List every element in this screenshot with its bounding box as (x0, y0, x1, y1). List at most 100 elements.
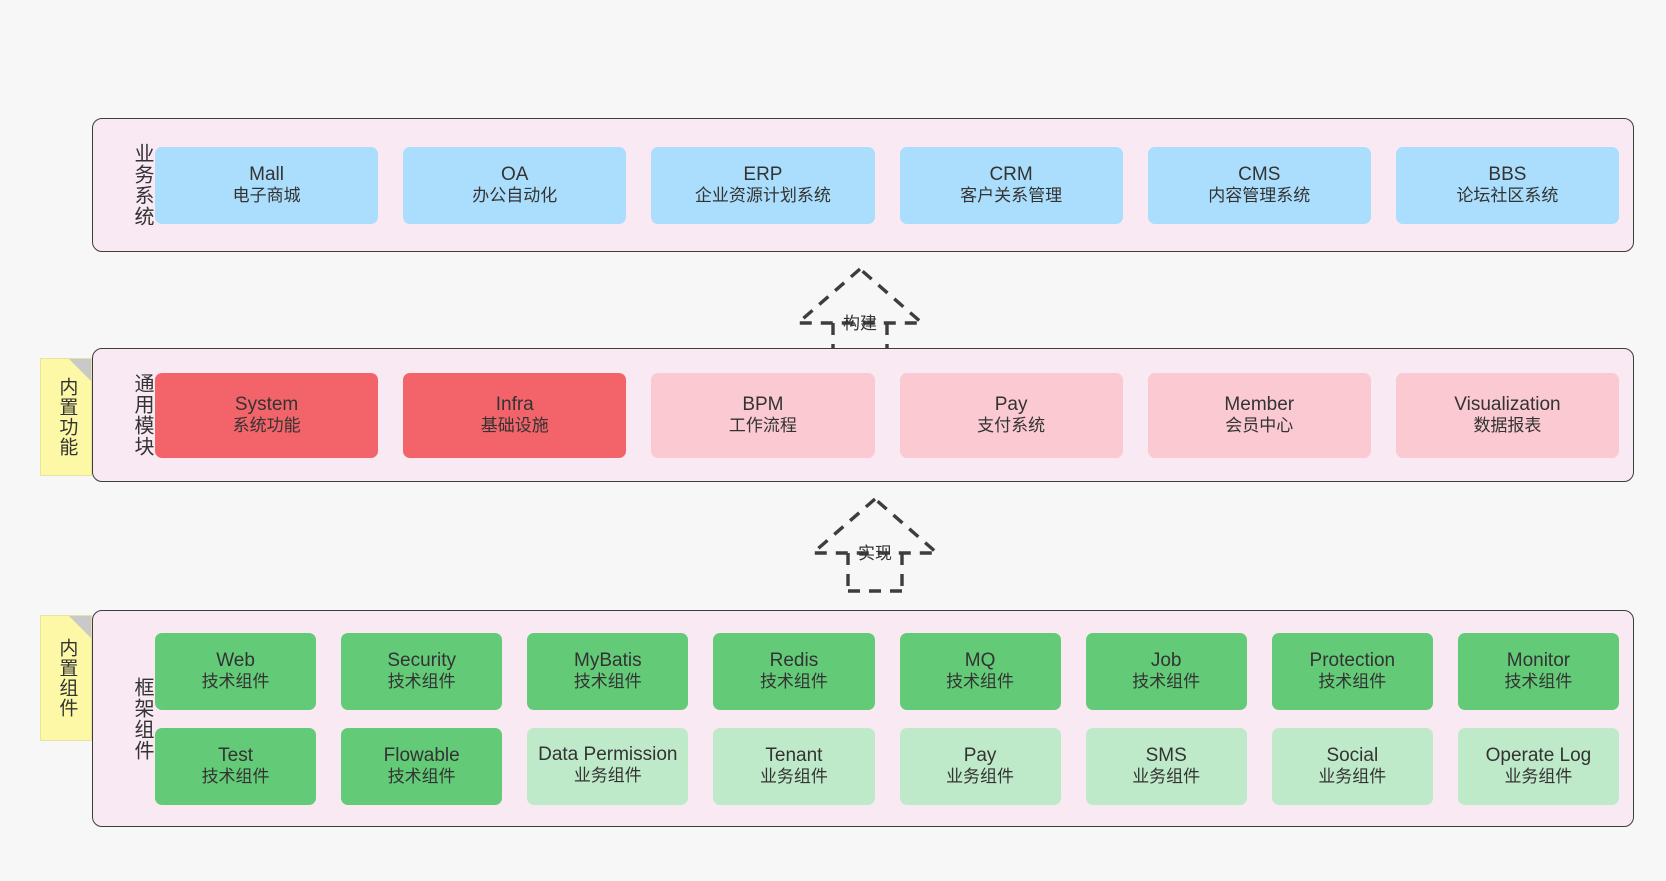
node-mq[interactable]: MQ 技术组件 (899, 632, 1061, 710)
node-test-sub: 技术组件 (201, 767, 270, 787)
node-tenant-sub: 业务组件 (759, 767, 828, 787)
layer-common-module-body: System 系统功能 Infra 基础设施 BPM 工作流程 Pay 支付系统… (153, 349, 1633, 481)
node-job-name: Job (1150, 650, 1182, 672)
layer-framework-component-title: 框架组件 (131, 676, 153, 761)
node-web-sub: 技术组件 (201, 672, 270, 692)
node-bpm-name: BPM (742, 394, 784, 416)
node-pay-module-name: Pay (994, 394, 1028, 416)
layer-framework-component: 框架组件 Web 技术组件 Security 技术组件 MyBatis 技术组件… (92, 610, 1634, 827)
layer-business-system-title: 业务系统 (131, 143, 153, 227)
node-oa-sub: 办公自动化 (472, 186, 558, 206)
layer-common-module-title: 通用模块 (131, 373, 153, 457)
node-bbs-sub: 论坛社区系统 (1456, 186, 1559, 206)
node-operate-log-sub: 业务组件 (1504, 767, 1573, 787)
node-cms[interactable]: CMS 内容管理系统 (1147, 146, 1371, 224)
node-visualization-name: Visualization (1454, 394, 1561, 416)
node-pay-module[interactable]: Pay 支付系统 (899, 372, 1123, 458)
node-oa[interactable]: OA 办公自动化 (403, 146, 627, 224)
sticky-note-builtin-function-label: 内置功能 (56, 377, 78, 457)
sticky-note-builtin-component: 内置组件 (40, 615, 92, 741)
node-mybatis-name: MyBatis (574, 650, 642, 672)
node-sms[interactable]: SMS 业务组件 (1085, 727, 1247, 805)
sticky-fold-icon (69, 616, 91, 638)
node-erp[interactable]: ERP 企业资源计划系统 (651, 146, 875, 224)
node-pay-component[interactable]: Pay 业务组件 (899, 727, 1061, 805)
node-bpm-sub: 工作流程 (728, 416, 797, 436)
node-flowable[interactable]: Flowable 技术组件 (341, 727, 503, 805)
node-member[interactable]: Member 会员中心 (1147, 372, 1371, 458)
node-mybatis-sub: 技术组件 (573, 672, 642, 692)
framework-node-row-2: Test 技术组件 Flowable 技术组件 Data Permission … (155, 727, 1619, 805)
sticky-note-builtin-function: 内置功能 (40, 358, 92, 476)
node-system[interactable]: System 系统功能 (155, 372, 379, 458)
layer-common-module: 通用模块 System 系统功能 Infra 基础设施 BPM 工作流程 Pay… (92, 348, 1634, 482)
node-monitor-sub: 技术组件 (1504, 672, 1573, 692)
node-mall[interactable]: Mall 电子商城 (155, 146, 379, 224)
node-tenant-name: Tenant (765, 745, 823, 767)
node-cms-sub: 内容管理系统 (1208, 186, 1311, 206)
business-node-row: Mall 电子商城 OA 办公自动化 ERP 企业资源计划系统 CRM 客户关系… (155, 146, 1620, 224)
node-infra[interactable]: Infra 基础设施 (403, 372, 627, 458)
node-pay-component-sub: 业务组件 (946, 767, 1015, 787)
node-crm[interactable]: CRM 客户关系管理 (899, 146, 1123, 224)
node-data-permission-sub: 业务组件 (573, 766, 642, 786)
node-member-name: Member (1224, 394, 1295, 416)
connector-implement-shape (808, 496, 942, 593)
node-bbs[interactable]: BBS 论坛社区系统 (1395, 146, 1620, 224)
node-mq-sub: 技术组件 (946, 672, 1015, 692)
node-social-name: Social (1326, 745, 1379, 767)
connector-build-label: 构建 (843, 314, 877, 333)
layer-framework-component-body: Web 技术组件 Security 技术组件 MyBatis 技术组件 Redi… (153, 611, 1633, 826)
node-protection-sub: 技术组件 (1318, 672, 1387, 692)
node-tenant[interactable]: Tenant 业务组件 (713, 727, 875, 805)
node-web[interactable]: Web 技术组件 (155, 632, 317, 710)
node-sms-sub: 业务组件 (1132, 767, 1201, 787)
connector-implement-label: 实现 (858, 544, 892, 563)
connector-implement: 实现 (800, 495, 950, 593)
node-cms-name: CMS (1238, 164, 1281, 186)
node-protection[interactable]: Protection 技术组件 (1271, 632, 1433, 710)
node-oa-name: OA (501, 164, 529, 186)
node-job[interactable]: Job 技术组件 (1085, 632, 1247, 710)
node-mq-name: MQ (964, 650, 996, 672)
node-social-sub: 业务组件 (1318, 767, 1387, 787)
node-security-name: Security (387, 650, 456, 672)
node-social[interactable]: Social 业务组件 (1271, 727, 1433, 805)
node-protection-name: Protection (1309, 650, 1396, 672)
node-system-name: System (234, 394, 299, 416)
node-redis-name: Redis (769, 650, 819, 672)
node-mall-name: Mall (249, 164, 284, 186)
sticky-fold-icon (69, 359, 91, 381)
node-pay-component-name: Pay (963, 745, 997, 767)
node-erp-sub: 企业资源计划系统 (694, 186, 831, 206)
node-bbs-name: BBS (1488, 164, 1527, 186)
node-mybatis[interactable]: MyBatis 技术组件 (527, 632, 689, 710)
node-monitor[interactable]: Monitor 技术组件 (1457, 632, 1619, 710)
node-redis-sub: 技术组件 (759, 672, 828, 692)
node-system-sub: 系统功能 (232, 416, 301, 436)
node-bpm[interactable]: BPM 工作流程 (651, 372, 875, 458)
layer-business-system: 业务系统 Mall 电子商城 OA 办公自动化 ERP 企业资源计划系统 CRM… (92, 118, 1634, 252)
node-member-sub: 会员中心 (1225, 416, 1294, 436)
node-web-name: Web (216, 650, 255, 672)
node-test-name: Test (218, 745, 253, 767)
node-visualization[interactable]: Visualization 数据报表 (1395, 372, 1620, 458)
node-sms-name: SMS (1145, 745, 1187, 767)
node-test[interactable]: Test 技术组件 (155, 727, 317, 805)
node-visualization-sub: 数据报表 (1473, 416, 1542, 436)
node-erp-name: ERP (743, 164, 783, 186)
node-redis[interactable]: Redis 技术组件 (713, 632, 875, 710)
node-security[interactable]: Security 技术组件 (341, 632, 503, 710)
node-security-sub: 技术组件 (387, 672, 456, 692)
node-flowable-name: Flowable (383, 745, 460, 767)
node-data-permission-name: Data Permission (538, 744, 678, 766)
node-operate-log-name: Operate Log (1485, 745, 1592, 767)
node-crm-sub: 客户关系管理 (960, 186, 1063, 206)
layer-business-system-body: Mall 电子商城 OA 办公自动化 ERP 企业资源计划系统 CRM 客户关系… (153, 119, 1633, 251)
node-operate-log[interactable]: Operate Log 业务组件 (1457, 727, 1619, 805)
node-job-sub: 技术组件 (1132, 672, 1201, 692)
node-crm-name: CRM (989, 164, 1033, 186)
node-infra-name: Infra (495, 394, 534, 416)
node-data-permission[interactable]: Data Permission 业务组件 (527, 727, 689, 805)
